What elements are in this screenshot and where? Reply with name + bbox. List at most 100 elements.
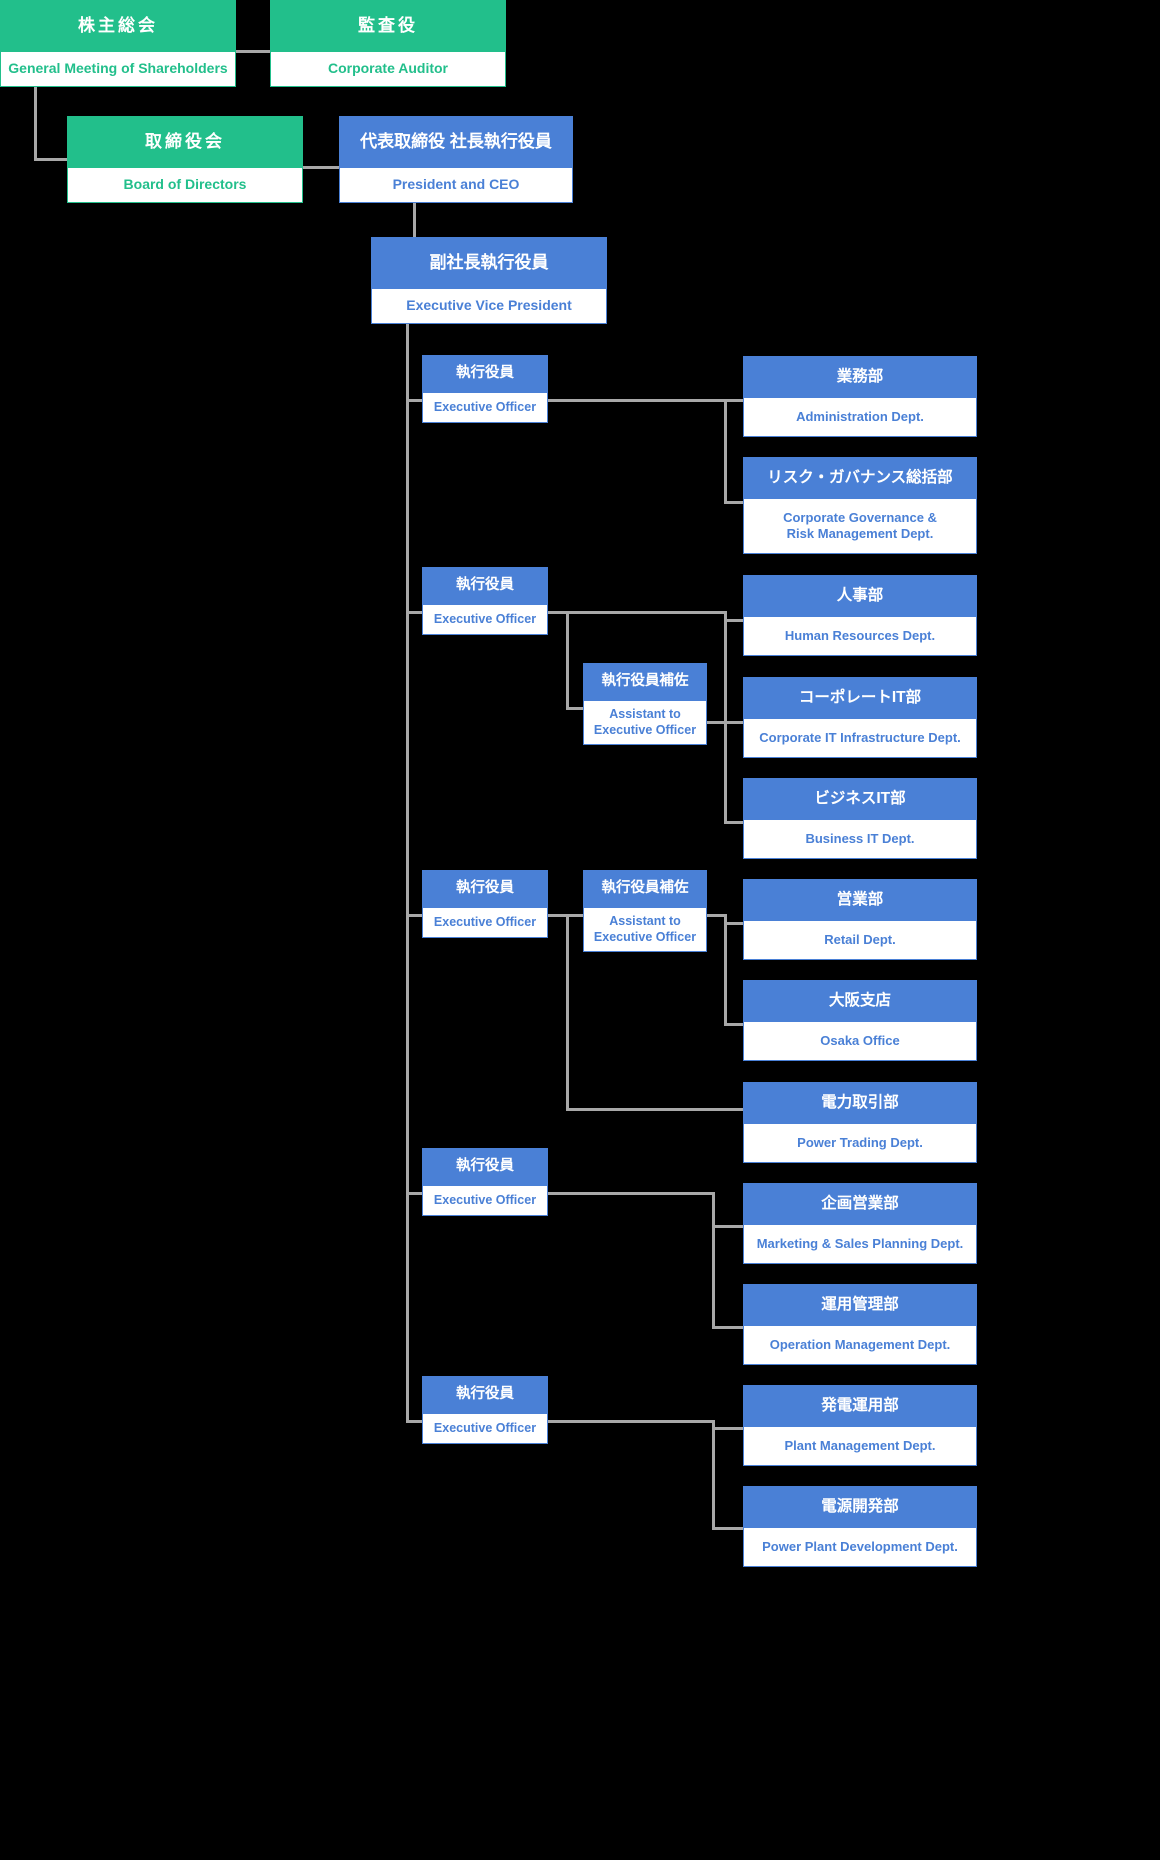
node-en-label: Corporate IT Infrastructure Dept. bbox=[743, 719, 977, 758]
connector-evp-trunk bbox=[406, 320, 409, 1420]
connector-eo2-bus bbox=[724, 611, 727, 823]
node-en-label: Corporate Governance & Risk Management D… bbox=[743, 499, 977, 554]
node-en-label: Plant Management Dept. bbox=[743, 1427, 977, 1466]
node-executive-officer-3[interactable]: 執行役員 Executive Officer bbox=[422, 870, 548, 938]
node-en-label: Administration Dept. bbox=[743, 398, 977, 437]
node-en-label: Business IT Dept. bbox=[743, 820, 977, 859]
node-marketing-sales-planning-dept[interactable]: 企画営業部 Marketing & Sales Planning Dept. bbox=[743, 1183, 977, 1264]
connector-eo5-bus bbox=[712, 1420, 715, 1529]
connector-eo3-to-aeo2 bbox=[566, 914, 585, 917]
node-jp-label: 執行役員補佐 bbox=[583, 870, 707, 908]
connector-eo5-to-powerdev bbox=[712, 1527, 743, 1530]
node-en-label: Power Plant Development Dept. bbox=[743, 1528, 977, 1567]
node-jp-label: コーポレートIT部 bbox=[743, 677, 977, 719]
node-jp-label: 監査役 bbox=[270, 0, 506, 52]
node-jp-label: 執行役員補佐 bbox=[583, 663, 707, 701]
connector-shareholders-to-board bbox=[34, 158, 70, 161]
node-retail-dept[interactable]: 営業部 Retail Dept. bbox=[743, 879, 977, 960]
node-en-label: Power Trading Dept. bbox=[743, 1124, 977, 1163]
node-executive-vice-president[interactable]: 副社長執行役員 Executive Vice President bbox=[371, 237, 607, 324]
node-en-label: Executive Vice President bbox=[371, 289, 607, 324]
connector-eo2-to-bizit bbox=[724, 821, 743, 824]
connector-trunk-to-eo1 bbox=[406, 399, 423, 402]
node-jp-label: 代表取締役 社長執行役員 bbox=[339, 116, 573, 168]
node-corporate-it-infrastructure-dept[interactable]: コーポレートIT部 Corporate IT Infrastructure De… bbox=[743, 677, 977, 758]
node-jp-label: 電源開発部 bbox=[743, 1486, 977, 1528]
connector-aeo2-down bbox=[566, 914, 569, 1110]
node-en-label: Executive Officer bbox=[422, 393, 548, 423]
node-jp-label: 株主総会 bbox=[0, 0, 236, 52]
node-en-label: Executive Officer bbox=[422, 1414, 548, 1444]
node-en-label: Executive Officer bbox=[422, 908, 548, 938]
node-jp-label: 発電運用部 bbox=[743, 1385, 977, 1427]
node-administration-dept[interactable]: 業務部 Administration Dept. bbox=[743, 356, 977, 437]
connector-trunk-to-eo3 bbox=[406, 914, 423, 917]
node-executive-officer-2[interactable]: 執行役員 Executive Officer bbox=[422, 567, 548, 635]
node-jp-label: リスク・ガバナンス総括部 bbox=[743, 457, 977, 499]
connector-eo3-to-osaka bbox=[724, 1023, 743, 1026]
node-jp-label: 執行役員 bbox=[422, 1376, 548, 1414]
node-jp-label: 営業部 bbox=[743, 879, 977, 921]
connector-eo4-bus bbox=[712, 1192, 715, 1329]
connector-eo2-to-aeo1-v bbox=[566, 611, 569, 709]
connector-trunk-to-eo4 bbox=[406, 1192, 423, 1195]
connector-eo1-out bbox=[548, 399, 726, 402]
connector-eo2-out bbox=[548, 611, 726, 614]
node-en-label: Assistant to Executive Officer bbox=[583, 908, 707, 952]
node-en-label: Retail Dept. bbox=[743, 921, 977, 960]
connector-aeo1-to-corpit bbox=[707, 721, 743, 724]
node-jp-label: 執行役員 bbox=[422, 567, 548, 605]
connector-eo5-out bbox=[548, 1420, 714, 1423]
node-operation-management-dept[interactable]: 運用管理部 Operation Management Dept. bbox=[743, 1284, 977, 1365]
node-en-label: Operation Management Dept. bbox=[743, 1326, 977, 1365]
node-assistant-to-executive-officer-1[interactable]: 執行役員補佐 Assistant to Executive Officer bbox=[583, 663, 707, 745]
node-jp-label: 大阪支店 bbox=[743, 980, 977, 1022]
node-jp-label: 電力取引部 bbox=[743, 1082, 977, 1124]
connector-eo4-to-operation bbox=[712, 1326, 743, 1329]
connector-eo1-to-risk bbox=[724, 501, 743, 504]
node-president-and-ceo[interactable]: 代表取締役 社長執行役員 President and CEO bbox=[339, 116, 573, 203]
node-power-plant-development-dept[interactable]: 電源開発部 Power Plant Development Dept. bbox=[743, 1486, 977, 1567]
node-jp-label: 執行役員 bbox=[422, 355, 548, 393]
node-en-label: Marketing & Sales Planning Dept. bbox=[743, 1225, 977, 1264]
node-human-resources-dept[interactable]: 人事部 Human Resources Dept. bbox=[743, 575, 977, 656]
node-en-label: General Meeting of Shareholders bbox=[0, 52, 236, 87]
node-en-label: Human Resources Dept. bbox=[743, 617, 977, 656]
node-general-meeting-of-shareholders[interactable]: 株主総会 General Meeting of Shareholders bbox=[0, 0, 236, 87]
node-business-it-dept[interactable]: ビジネスIT部 Business IT Dept. bbox=[743, 778, 977, 859]
node-jp-label: 業務部 bbox=[743, 356, 977, 398]
node-board-of-directors[interactable]: 取締役会 Board of Directors bbox=[67, 116, 303, 203]
connector-eo1-bus bbox=[724, 399, 727, 503]
node-executive-officer-4[interactable]: 執行役員 Executive Officer bbox=[422, 1148, 548, 1216]
connector-eo3-to-retail bbox=[724, 922, 743, 925]
node-jp-label: 運用管理部 bbox=[743, 1284, 977, 1326]
connector-eo3-bus bbox=[724, 914, 727, 1026]
node-jp-label: 取締役会 bbox=[67, 116, 303, 168]
node-corporate-auditor[interactable]: 監査役 Corporate Auditor bbox=[270, 0, 506, 87]
connector-eo4-to-marketing bbox=[712, 1225, 743, 1228]
node-corporate-governance-risk-management-dept[interactable]: リスク・ガバナンス総括部 Corporate Governance & Risk… bbox=[743, 457, 977, 554]
node-en-label: President and CEO bbox=[339, 168, 573, 203]
node-osaka-office[interactable]: 大阪支店 Osaka Office bbox=[743, 980, 977, 1061]
node-jp-label: 人事部 bbox=[743, 575, 977, 617]
connector-eo1-to-admin bbox=[724, 399, 743, 402]
node-jp-label: 副社長執行役員 bbox=[371, 237, 607, 289]
node-assistant-to-executive-officer-2[interactable]: 執行役員補佐 Assistant to Executive Officer bbox=[583, 870, 707, 952]
node-executive-officer-1[interactable]: 執行役員 Executive Officer bbox=[422, 355, 548, 423]
node-en-label: Executive Officer bbox=[422, 605, 548, 635]
node-en-label: Osaka Office bbox=[743, 1022, 977, 1061]
node-plant-management-dept[interactable]: 発電運用部 Plant Management Dept. bbox=[743, 1385, 977, 1466]
node-en-label: Board of Directors bbox=[67, 168, 303, 203]
connector-trunk-to-eo5 bbox=[406, 1420, 423, 1423]
connector-shareholders-trunk bbox=[34, 84, 37, 161]
node-jp-label: 企画営業部 bbox=[743, 1183, 977, 1225]
node-en-label: Executive Officer bbox=[422, 1186, 548, 1216]
connector-eo4-out bbox=[548, 1192, 714, 1195]
node-executive-officer-5[interactable]: 執行役員 Executive Officer bbox=[422, 1376, 548, 1444]
node-en-label: Corporate Auditor bbox=[270, 52, 506, 87]
connector-board-to-ceo bbox=[303, 166, 339, 169]
connector-shareholders-auditor bbox=[236, 50, 270, 53]
node-power-trading-dept[interactable]: 電力取引部 Power Trading Dept. bbox=[743, 1082, 977, 1163]
connector-trunk-to-eo2 bbox=[406, 611, 423, 614]
